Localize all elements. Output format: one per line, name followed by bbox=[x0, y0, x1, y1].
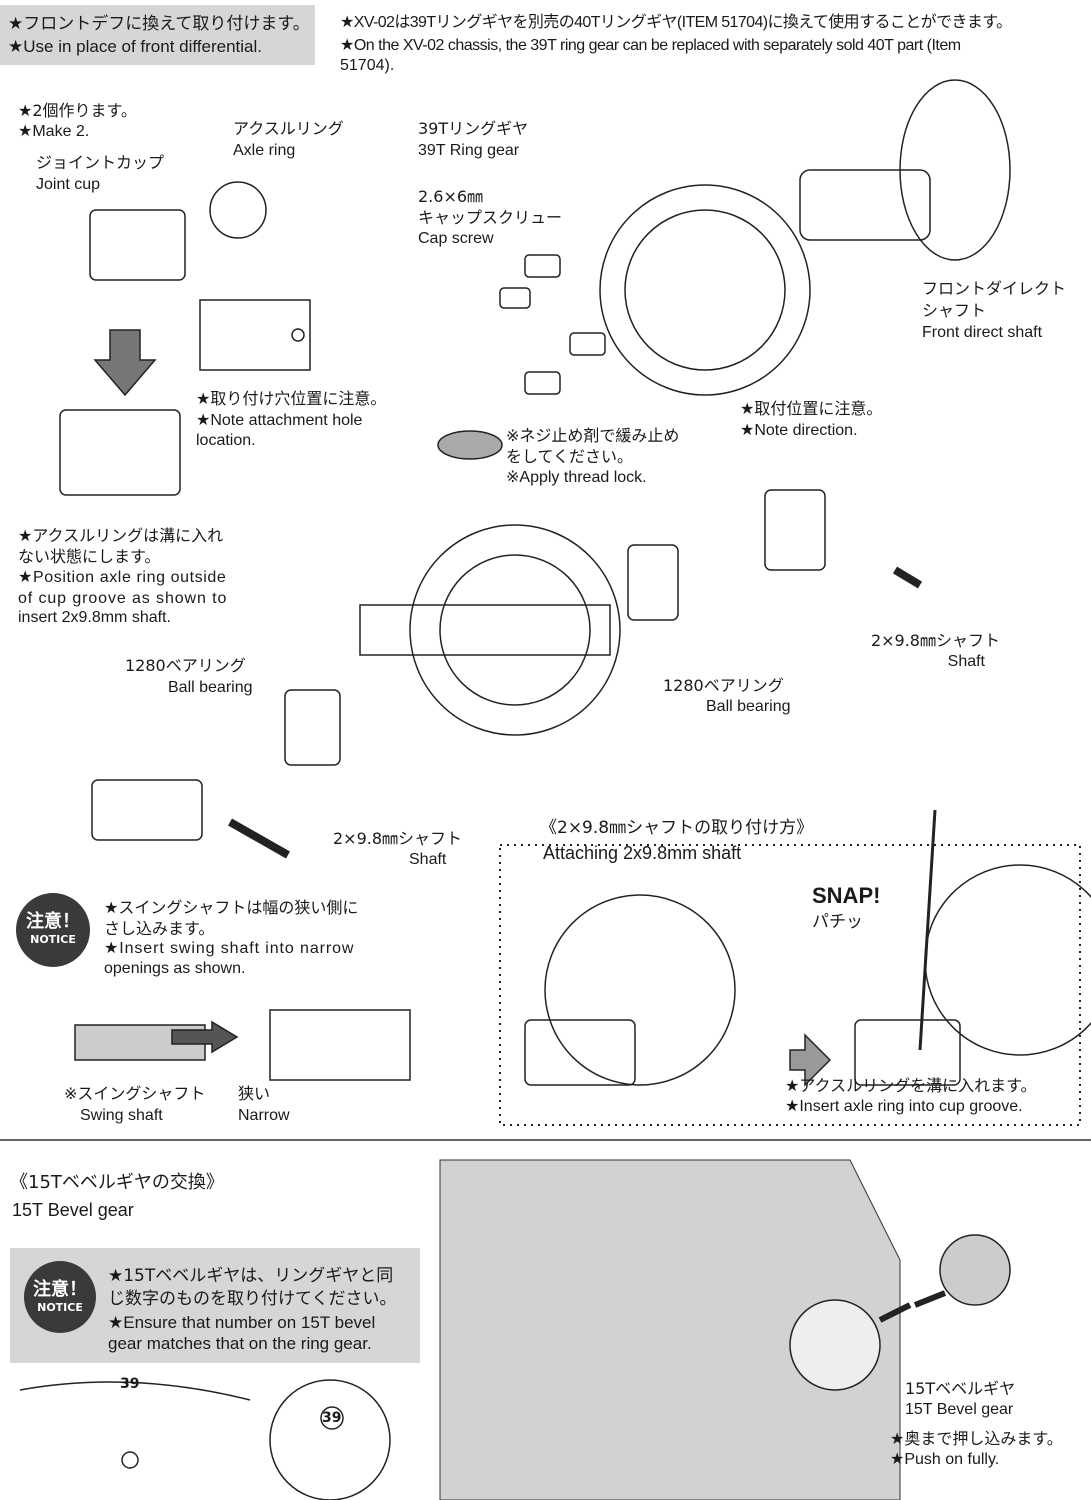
position-note-en: ★Position axle ring outside bbox=[18, 569, 227, 586]
joint-cup-hole-drawing bbox=[199, 299, 311, 371]
cap-screw-size: 2.6×6㎜ bbox=[418, 187, 484, 206]
bearing-label-jp: 1280ベアリング bbox=[125, 656, 246, 675]
bevel-title-en: 15T Bevel gear bbox=[12, 1200, 134, 1220]
swing-shaft-label-jp: ※スイングシャフト bbox=[64, 1084, 206, 1103]
position-note-jp: ★アクスルリングは溝に入れ bbox=[18, 526, 224, 545]
ring-gear-label-jp: 39Tリングギヤ bbox=[418, 119, 529, 138]
narrow-label-jp: 狭い bbox=[238, 1084, 271, 1103]
xv02-note-en: ★On the XV-02 chassis, the 39T ring gear… bbox=[340, 37, 961, 54]
snap-label-jp: パチッ bbox=[812, 912, 863, 932]
ball-bearing-drawing-2 bbox=[284, 689, 341, 766]
joint-cup-drawing-2 bbox=[59, 409, 181, 496]
position-note-en-2: of cup groove as shown to bbox=[18, 590, 228, 607]
bevel-gear-drawing bbox=[789, 1299, 881, 1391]
make-two-jp: ★2個作ります。 bbox=[18, 101, 137, 120]
hole-note-en-cont: location. bbox=[196, 432, 256, 449]
thread-lock-jp: ※ネジ止め剤で緩み止め bbox=[506, 426, 680, 445]
insert-note-jp: ★アクスルリングを溝に入れます。 bbox=[785, 1076, 1037, 1095]
cap-screw-label-en: Cap screw bbox=[418, 230, 494, 247]
insert-note-en: ★Insert axle ring into cup groove. bbox=[785, 1098, 1023, 1115]
swing-note-en-cont: openings as shown. bbox=[104, 960, 246, 977]
shaft-label-en: Shaft bbox=[947, 653, 985, 670]
bearing-label-en-2: Ball bearing bbox=[706, 698, 791, 715]
axle-ring-drawing bbox=[209, 181, 267, 239]
ring-gear-label-en: 39T Ring gear bbox=[418, 142, 520, 159]
notice-badge: 注意！NOTICE bbox=[20, 897, 86, 963]
ball-bearing-drawing bbox=[627, 544, 679, 621]
bevel-title-jp: 《15Tベベルギヤの交換》 bbox=[10, 1172, 224, 1193]
shaft-label-jp-2: 2×9.8㎜シャフト bbox=[333, 829, 463, 848]
ring-gear-number: 39 bbox=[120, 1376, 140, 1392]
direction-note-en: ★Note direction. bbox=[740, 422, 858, 439]
position-note-jp-cont: ない状態にします。 bbox=[18, 547, 161, 566]
hole-note-jp: ★取り付け穴位置に注意。 bbox=[196, 389, 387, 408]
joint-cup-label-en: Joint cup bbox=[36, 176, 101, 193]
axle-ring-label-jp: アクスルリング bbox=[233, 119, 344, 138]
make-two-en: ★Make 2. bbox=[18, 123, 90, 140]
attach-title-en: Attaching 2x9.8mm shaft bbox=[543, 843, 742, 863]
bearing-label-jp-2: 1280ベアリング bbox=[663, 676, 784, 695]
hole-note-en: ★Note attachment hole bbox=[196, 412, 363, 429]
shaft-label-jp: 2×9.8㎜シャフト bbox=[870, 631, 1000, 650]
xv02-note-jp: ★XV-02は39Tリングギヤを別売の40Tリングギヤ(ITEM 51704)に… bbox=[340, 14, 1012, 31]
bevel-gear-label-en: 15T Bevel gear bbox=[905, 1401, 1014, 1418]
bearing-label-en: Ball bearing bbox=[168, 679, 253, 696]
thread-lock-drawing bbox=[437, 430, 503, 460]
swing-note-jp-cont: さし込みます。 bbox=[104, 919, 215, 938]
swing-note-en: ★Insert swing shaft into narrow bbox=[104, 940, 355, 957]
push-note-jp: ★奥まで押し込みます。 bbox=[890, 1429, 1063, 1448]
attach-title-jp: 《2×9.8㎜シャフトの取り付け方》 bbox=[540, 818, 814, 838]
bevel-notice-en-cont: gear matches that on the ring gear. bbox=[108, 1334, 372, 1353]
bevel-notice-jp: ★15Tベベルギヤは、リングギヤと同 bbox=[108, 1266, 394, 1286]
position-note-en-3: insert 2x9.8mm shaft. bbox=[18, 609, 171, 626]
thread-lock-en: ※Apply thread lock. bbox=[506, 469, 647, 486]
narrow-label-en: Narrow bbox=[238, 1107, 290, 1124]
shaft-label-en-2: Shaft bbox=[409, 851, 447, 868]
front-shaft-label-en: Front direct shaft bbox=[922, 324, 1043, 341]
thread-lock-jp-cont: をしてください。 bbox=[506, 447, 634, 466]
direction-note-jp: ★取付位置に注意。 bbox=[740, 399, 883, 418]
front-shaft-label-jp-cont: シャフト bbox=[922, 301, 987, 320]
ring-gear-drawing bbox=[599, 184, 811, 396]
front-shaft-label-jp: フロントダイレクト bbox=[922, 279, 1067, 298]
push-note-en: ★Push on fully. bbox=[890, 1451, 1000, 1468]
axle-ring-label-en: Axle ring bbox=[233, 142, 296, 159]
header-note-en: ★Use in place of front differential. bbox=[8, 37, 263, 56]
header-note-box bbox=[0, 5, 315, 65]
chassis-drawing bbox=[439, 1159, 901, 1500]
xv02-note-en-cont: 51704). bbox=[340, 57, 395, 74]
snap-label: SNAP! bbox=[812, 883, 881, 908]
bevel-gear-label-jp: 15Tベベルギヤ bbox=[905, 1379, 1016, 1398]
bevel-notice-en: ★Ensure that number on 15T bevel bbox=[108, 1313, 376, 1332]
ring-gear-assembly-drawing bbox=[409, 524, 621, 736]
cap-screw-label-jp: キャップスクリュー bbox=[418, 208, 563, 227]
header-note-jp: ★フロントデフに換えて取り付けます。 bbox=[8, 14, 310, 34]
swing-note-jp: ★スイングシャフトは幅の狭い側に bbox=[104, 898, 359, 917]
bevel-notice-jp-cont: じ数字のものを取り付けてください。 bbox=[108, 1289, 397, 1309]
notice-badge-2: 注意！NOTICE bbox=[28, 1265, 92, 1329]
bevel-gear-number: 39 bbox=[322, 1410, 342, 1426]
front-direct-shaft-drawing bbox=[799, 169, 931, 241]
joint-cup-drawing bbox=[89, 209, 186, 281]
joint-cup-label-jp: ジョイントカップ bbox=[36, 153, 165, 172]
swing-shaft-label-en: Swing shaft bbox=[80, 1107, 163, 1124]
